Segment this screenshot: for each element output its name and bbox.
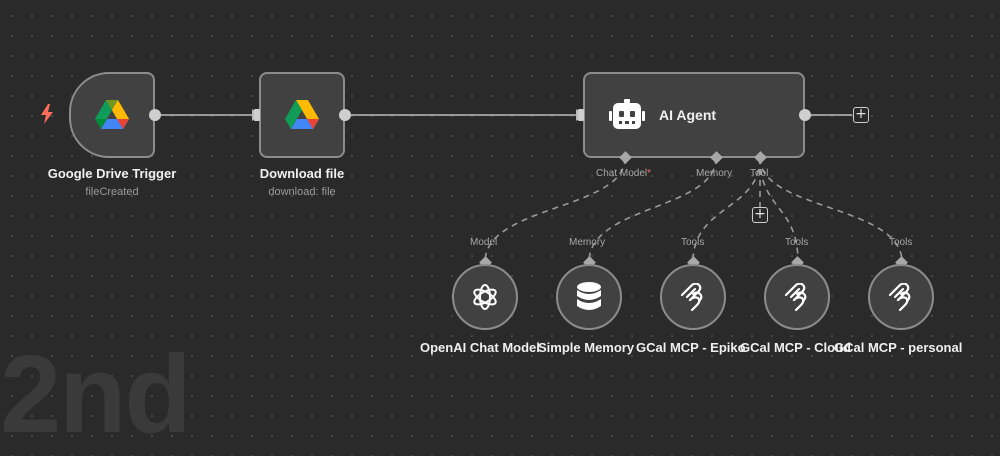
agent-output-handle[interactable] [799,109,811,121]
subnode-title: Simple Memory [538,340,635,355]
agent-input-handle[interactable] [578,109,584,121]
download-output-handle[interactable] [339,109,351,121]
trigger-output-handle[interactable] [149,109,161,121]
gcal-mcp-personal-node[interactable] [868,264,934,330]
edge-chat-model [484,157,626,263]
google-drive-trigger-node[interactable] [69,72,155,158]
add-node-after-agent-button[interactable]: + [853,107,869,123]
tool-port-label: Tool [750,168,769,179]
gcal-mcp-epiko-node[interactable] [660,264,726,330]
subnode-title: GCal MCP - Cloud [740,340,851,355]
edge-tool-cloud [759,157,799,263]
subnode-port-label: Tools [785,237,809,248]
add-tool-button[interactable]: + [752,207,768,223]
subnode-port-label: Model [470,237,498,248]
chat-model-port-label: Chat Model* [596,168,651,179]
download-title: Download file [259,166,345,181]
robot-icon [609,99,645,129]
subnode-port-label: Memory [569,237,606,248]
required-mark: * [647,168,652,179]
subnode-port-label: Tools [681,237,705,248]
edge-tool-personal [759,157,903,263]
database-icon [577,282,601,310]
google-drive-icon [285,100,319,129]
subnode-title: OpenAI Chat Model [420,340,540,355]
edge-memory [588,157,717,263]
chat-model-label-text: Chat Model [596,168,648,179]
mcp-icon [888,283,911,311]
trigger-subtitle: fileCreated [85,186,139,198]
connections-layer [161,109,903,263]
subnode-port-label: Tools [889,237,913,248]
ai-agent-node[interactable]: AI Agent [583,72,805,158]
openai-chat-model-node[interactable] [452,264,518,330]
gcal-mcp-cloud-node[interactable] [764,264,830,330]
download-subtitle: download: file [268,186,336,198]
lightning-bolt-icon [41,104,53,124]
subnode-title: GCal MCP - personal [834,340,963,355]
agent-title: AI Agent [659,107,717,123]
mcp-icon [784,283,807,311]
google-drive-icon [95,100,129,129]
memory-port-label: Memory [696,168,733,179]
subnode-title: GCal MCP - Epiko [636,340,746,355]
download-input-handle[interactable] [254,109,260,121]
watermark-text: 2nd [0,333,192,456]
mcp-icon [680,283,703,311]
openai-icon [473,284,497,310]
download-file-node[interactable] [259,72,345,158]
trigger-title: Google Drive Trigger [47,166,177,181]
edge-tool-epiko [692,157,761,263]
simple-memory-node[interactable] [556,264,622,330]
